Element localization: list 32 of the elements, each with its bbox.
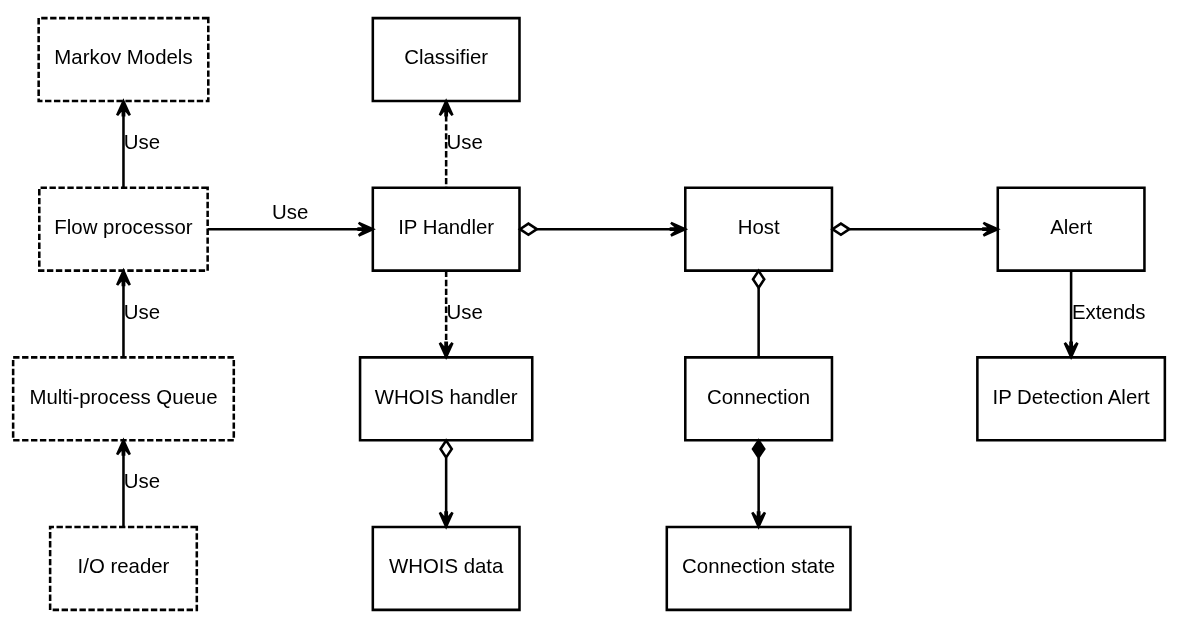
node-box: WHOIS data — [371, 525, 521, 611]
arrow — [1063, 270, 1079, 358]
node-box: Markov Models — [37, 16, 210, 102]
node-box: Alert — [996, 185, 1146, 272]
arrow — [517, 221, 687, 237]
edge-label: Use — [446, 300, 483, 323]
arrow — [438, 437, 454, 528]
node-box: Multi-process Queue — [11, 355, 236, 442]
arrow — [438, 99, 454, 187]
edge-label: Use — [123, 300, 161, 323]
node-box: Flow processor — [38, 185, 209, 272]
edge-label: Use — [123, 469, 161, 492]
edge-label: Use — [446, 130, 483, 153]
arrow — [830, 221, 999, 237]
node-box: Classifier — [371, 16, 521, 102]
node-box: IP Handler — [371, 185, 521, 272]
arrow — [115, 269, 132, 357]
arrow — [115, 99, 132, 187]
arrow — [438, 270, 454, 358]
node-box: Connection — [684, 355, 834, 442]
node-box: IP Detection Alert — [976, 355, 1167, 442]
edge-label: Use — [123, 130, 161, 153]
arrow — [751, 437, 767, 528]
edge-label: Use — [272, 200, 309, 223]
arrow — [115, 438, 132, 526]
node-box: I/O reader — [48, 525, 199, 611]
edge-label: Extends — [1071, 300, 1146, 323]
node-box: Connection state — [665, 525, 852, 611]
connector — [751, 268, 766, 357]
arrow — [207, 221, 374, 237]
node-box: Host — [684, 185, 834, 272]
node-box: WHOIS handler — [358, 355, 534, 442]
